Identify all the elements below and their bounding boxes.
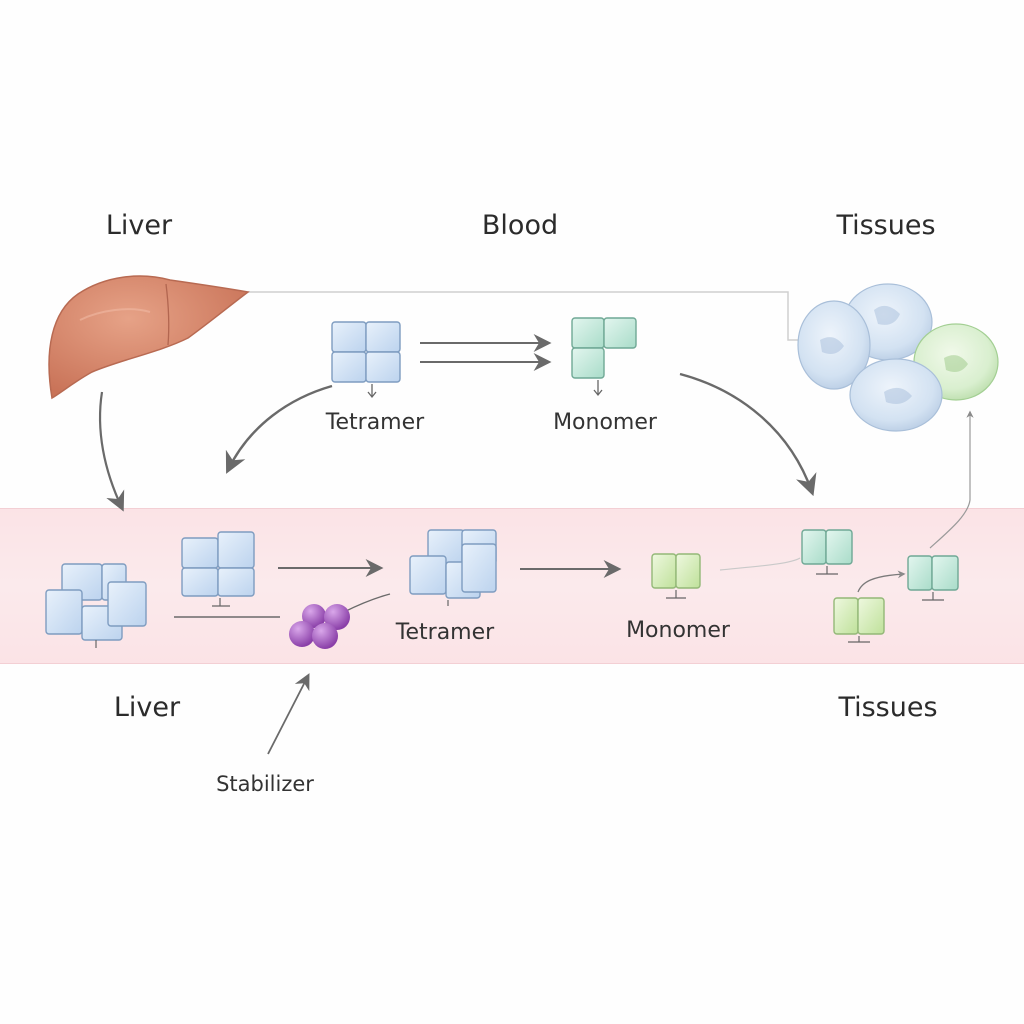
blood-title: Blood bbox=[481, 210, 559, 241]
stabilizer-label: Stabilizer bbox=[216, 772, 314, 796]
tetramer-icon bbox=[331, 321, 401, 399]
band-tetramer-icon-2 bbox=[181, 531, 255, 607]
tissue-monomer-icon-1 bbox=[801, 529, 853, 575]
stabilizer-pointer-arrow bbox=[267, 673, 310, 755]
top-tetramer-label: Tetramer bbox=[325, 410, 425, 435]
band-liver-label: Liver bbox=[113, 692, 181, 723]
tissue-monomer-icon-2 bbox=[907, 555, 959, 601]
tissue-monomer-icon-3 bbox=[833, 597, 885, 643]
band-monomer-label: Monomer bbox=[626, 618, 730, 643]
liver-icon bbox=[48, 275, 250, 400]
band-tissues-label: Tissues bbox=[838, 692, 938, 723]
tissue-cells-icon bbox=[797, 283, 999, 432]
stabilizer-molecule-icon bbox=[289, 604, 350, 649]
liver-secretion-arrow bbox=[98, 391, 125, 512]
stabilizer-binding-line bbox=[343, 593, 391, 613]
liver-title: Liver bbox=[105, 210, 173, 241]
band-liver-tetramer-cluster bbox=[45, 563, 147, 648]
monomer-to-tissue-arrow bbox=[679, 372, 817, 497]
faint-connector bbox=[719, 557, 801, 571]
band-monomer-icon bbox=[651, 553, 701, 599]
monomer-transfer-arrow bbox=[857, 570, 906, 593]
tetramer-to-blood-arrow bbox=[225, 384, 333, 474]
band-tetramer-label: Tetramer bbox=[395, 620, 495, 645]
tissues-title: Tissues bbox=[836, 210, 936, 241]
monomer-icon bbox=[571, 317, 637, 397]
uptake-line bbox=[929, 410, 974, 549]
blood-stream-band bbox=[0, 508, 1024, 664]
top-monomer-label: Monomer bbox=[553, 410, 657, 435]
band-stabilized-tetramer-icon bbox=[409, 529, 497, 606]
